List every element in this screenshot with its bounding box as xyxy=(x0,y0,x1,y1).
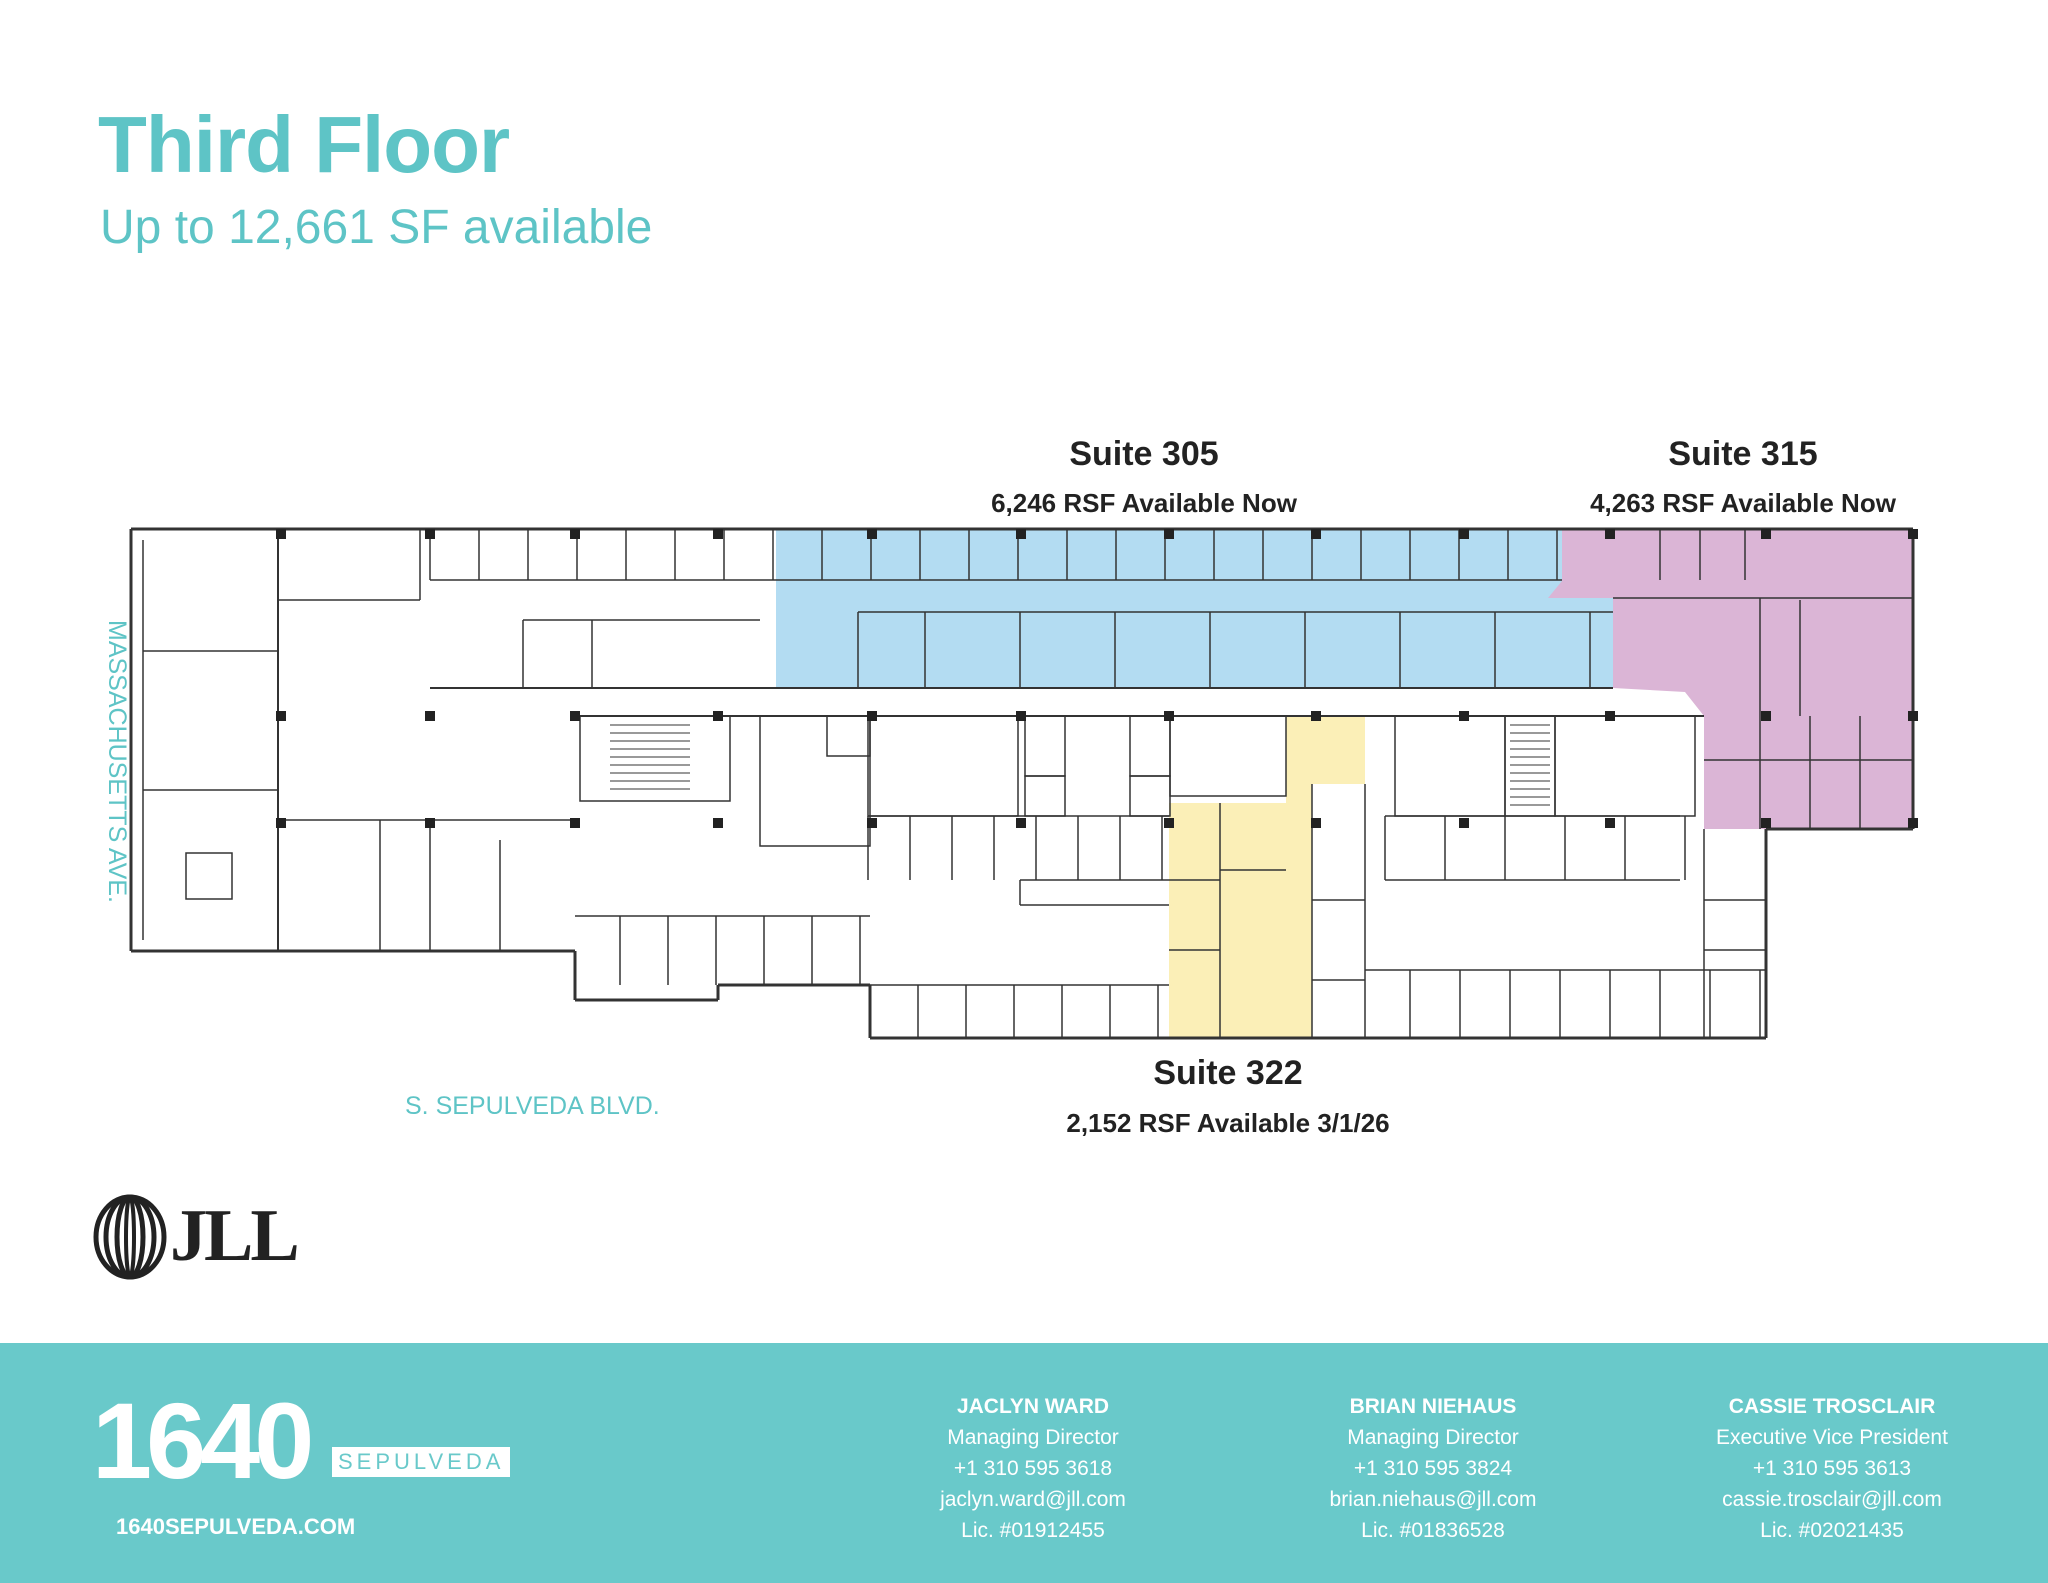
contact-phone[interactable]: +1 310 595 3618 xyxy=(953,1457,1113,1480)
stair xyxy=(1504,715,1556,817)
column xyxy=(425,818,435,828)
column xyxy=(1164,818,1174,828)
elevator xyxy=(1129,775,1171,817)
terrace-box xyxy=(185,852,233,900)
column xyxy=(570,711,580,721)
column xyxy=(713,711,723,721)
column xyxy=(276,711,286,721)
suite-322-rsf: 2,152 RSF Available 3/1/26 xyxy=(1066,1108,1390,1138)
contact-name: CASSIE TROSCLAIR xyxy=(1728,1395,1936,1418)
suite-322-label: Suite 322 xyxy=(1153,1054,1303,1092)
column xyxy=(1311,818,1321,828)
column xyxy=(1164,529,1174,539)
stair xyxy=(579,715,731,802)
column xyxy=(867,529,877,539)
contact-title: Managing Director xyxy=(947,1426,1119,1449)
shaft xyxy=(826,715,871,757)
elevator xyxy=(1024,775,1066,817)
column xyxy=(570,529,580,539)
room xyxy=(1394,715,1506,817)
street-label-west: MASSACHUSETTS AVE. xyxy=(103,620,131,903)
suite-305-rsf: 6,246 RSF Available Now xyxy=(991,488,1297,518)
column xyxy=(1605,818,1615,828)
column xyxy=(1164,711,1174,721)
elevator xyxy=(1129,715,1171,777)
column xyxy=(570,818,580,828)
contact-phone[interactable]: +1 310 595 3613 xyxy=(1752,1457,1912,1480)
suite-305-area[interactable] xyxy=(776,529,1613,688)
street-label-south: S. SEPULVEDA BLVD. xyxy=(405,1092,660,1120)
suite-315-rsf: 4,263 RSF Available Now xyxy=(1590,488,1896,518)
website-link[interactable]: 1640SEPULVEDA.COM xyxy=(116,1514,356,1539)
column xyxy=(867,818,877,828)
page-title: Third Floor xyxy=(98,100,510,189)
building-logo-number: 1640 xyxy=(92,1380,314,1501)
column xyxy=(1908,529,1918,539)
jll-wordmark: JLL xyxy=(170,1195,300,1277)
column xyxy=(1016,818,1026,828)
column xyxy=(1761,529,1771,539)
column xyxy=(1459,818,1469,828)
column xyxy=(1016,529,1026,539)
room xyxy=(759,715,871,847)
suite-322-area[interactable] xyxy=(1169,716,1365,1038)
page-subtitle: Up to 12,661 SF available xyxy=(100,201,653,254)
contact-email[interactable]: brian.niehaus@jll.com xyxy=(1329,1488,1537,1511)
jll-swirl-icon xyxy=(93,1194,167,1280)
column xyxy=(713,818,723,828)
column xyxy=(867,711,877,721)
room xyxy=(1554,715,1696,817)
jll-logo: JLL xyxy=(92,1192,302,1282)
column xyxy=(1311,711,1321,721)
contact-name: BRIAN NIEHAUS xyxy=(1349,1395,1517,1418)
elevator xyxy=(1024,715,1066,777)
column xyxy=(276,818,286,828)
column xyxy=(1908,818,1918,828)
column xyxy=(1605,711,1615,721)
column xyxy=(276,529,286,539)
column xyxy=(1311,529,1321,539)
contact-email[interactable]: cassie.trosclair@jll.com xyxy=(1722,1488,1942,1511)
building-logo-word: SEPULVEDA xyxy=(332,1447,511,1477)
suite-315-label: Suite 315 xyxy=(1668,435,1818,473)
building-logo: 1640 SEPULVEDA xyxy=(92,1383,512,1503)
column xyxy=(1761,818,1771,828)
contact-card: BRIAN NIEHAUS Managing Director +1 310 5… xyxy=(1273,1391,1593,1546)
column xyxy=(1908,711,1918,721)
restroom xyxy=(867,715,1019,817)
column xyxy=(1605,529,1615,539)
restroom xyxy=(1169,715,1287,797)
column xyxy=(425,711,435,721)
contact-license: Lic. #02021435 xyxy=(1760,1519,1904,1542)
column xyxy=(1016,711,1026,721)
contact-email[interactable]: jaclyn.ward@jll.com xyxy=(940,1488,1126,1511)
contact-phone[interactable]: +1 310 595 3824 xyxy=(1353,1457,1513,1480)
column xyxy=(1761,711,1771,721)
contact-title: Executive Vice President xyxy=(1716,1426,1948,1449)
floor-plan-walls xyxy=(129,527,1918,1040)
column xyxy=(1459,711,1469,721)
column xyxy=(713,529,723,539)
contact-name: JACLYN WARD xyxy=(956,1395,1110,1418)
contact-license: Lic. #01836528 xyxy=(1361,1519,1505,1542)
contact-card: JACLYN WARD Managing Director +1 310 595… xyxy=(873,1391,1193,1546)
suite-305-label: Suite 305 xyxy=(1069,435,1219,473)
suite-315-area[interactable] xyxy=(1548,529,1913,829)
footer: 1640 SEPULVEDA 1640SEPULVEDA.COM JACLYN … xyxy=(0,1343,2048,1583)
column xyxy=(425,529,435,539)
contact-card: CASSIE TROSCLAIR Executive Vice Presiden… xyxy=(1672,1391,1992,1546)
contact-license: Lic. #01912455 xyxy=(961,1519,1105,1542)
contact-title: Managing Director xyxy=(1347,1426,1519,1449)
column xyxy=(1459,529,1469,539)
